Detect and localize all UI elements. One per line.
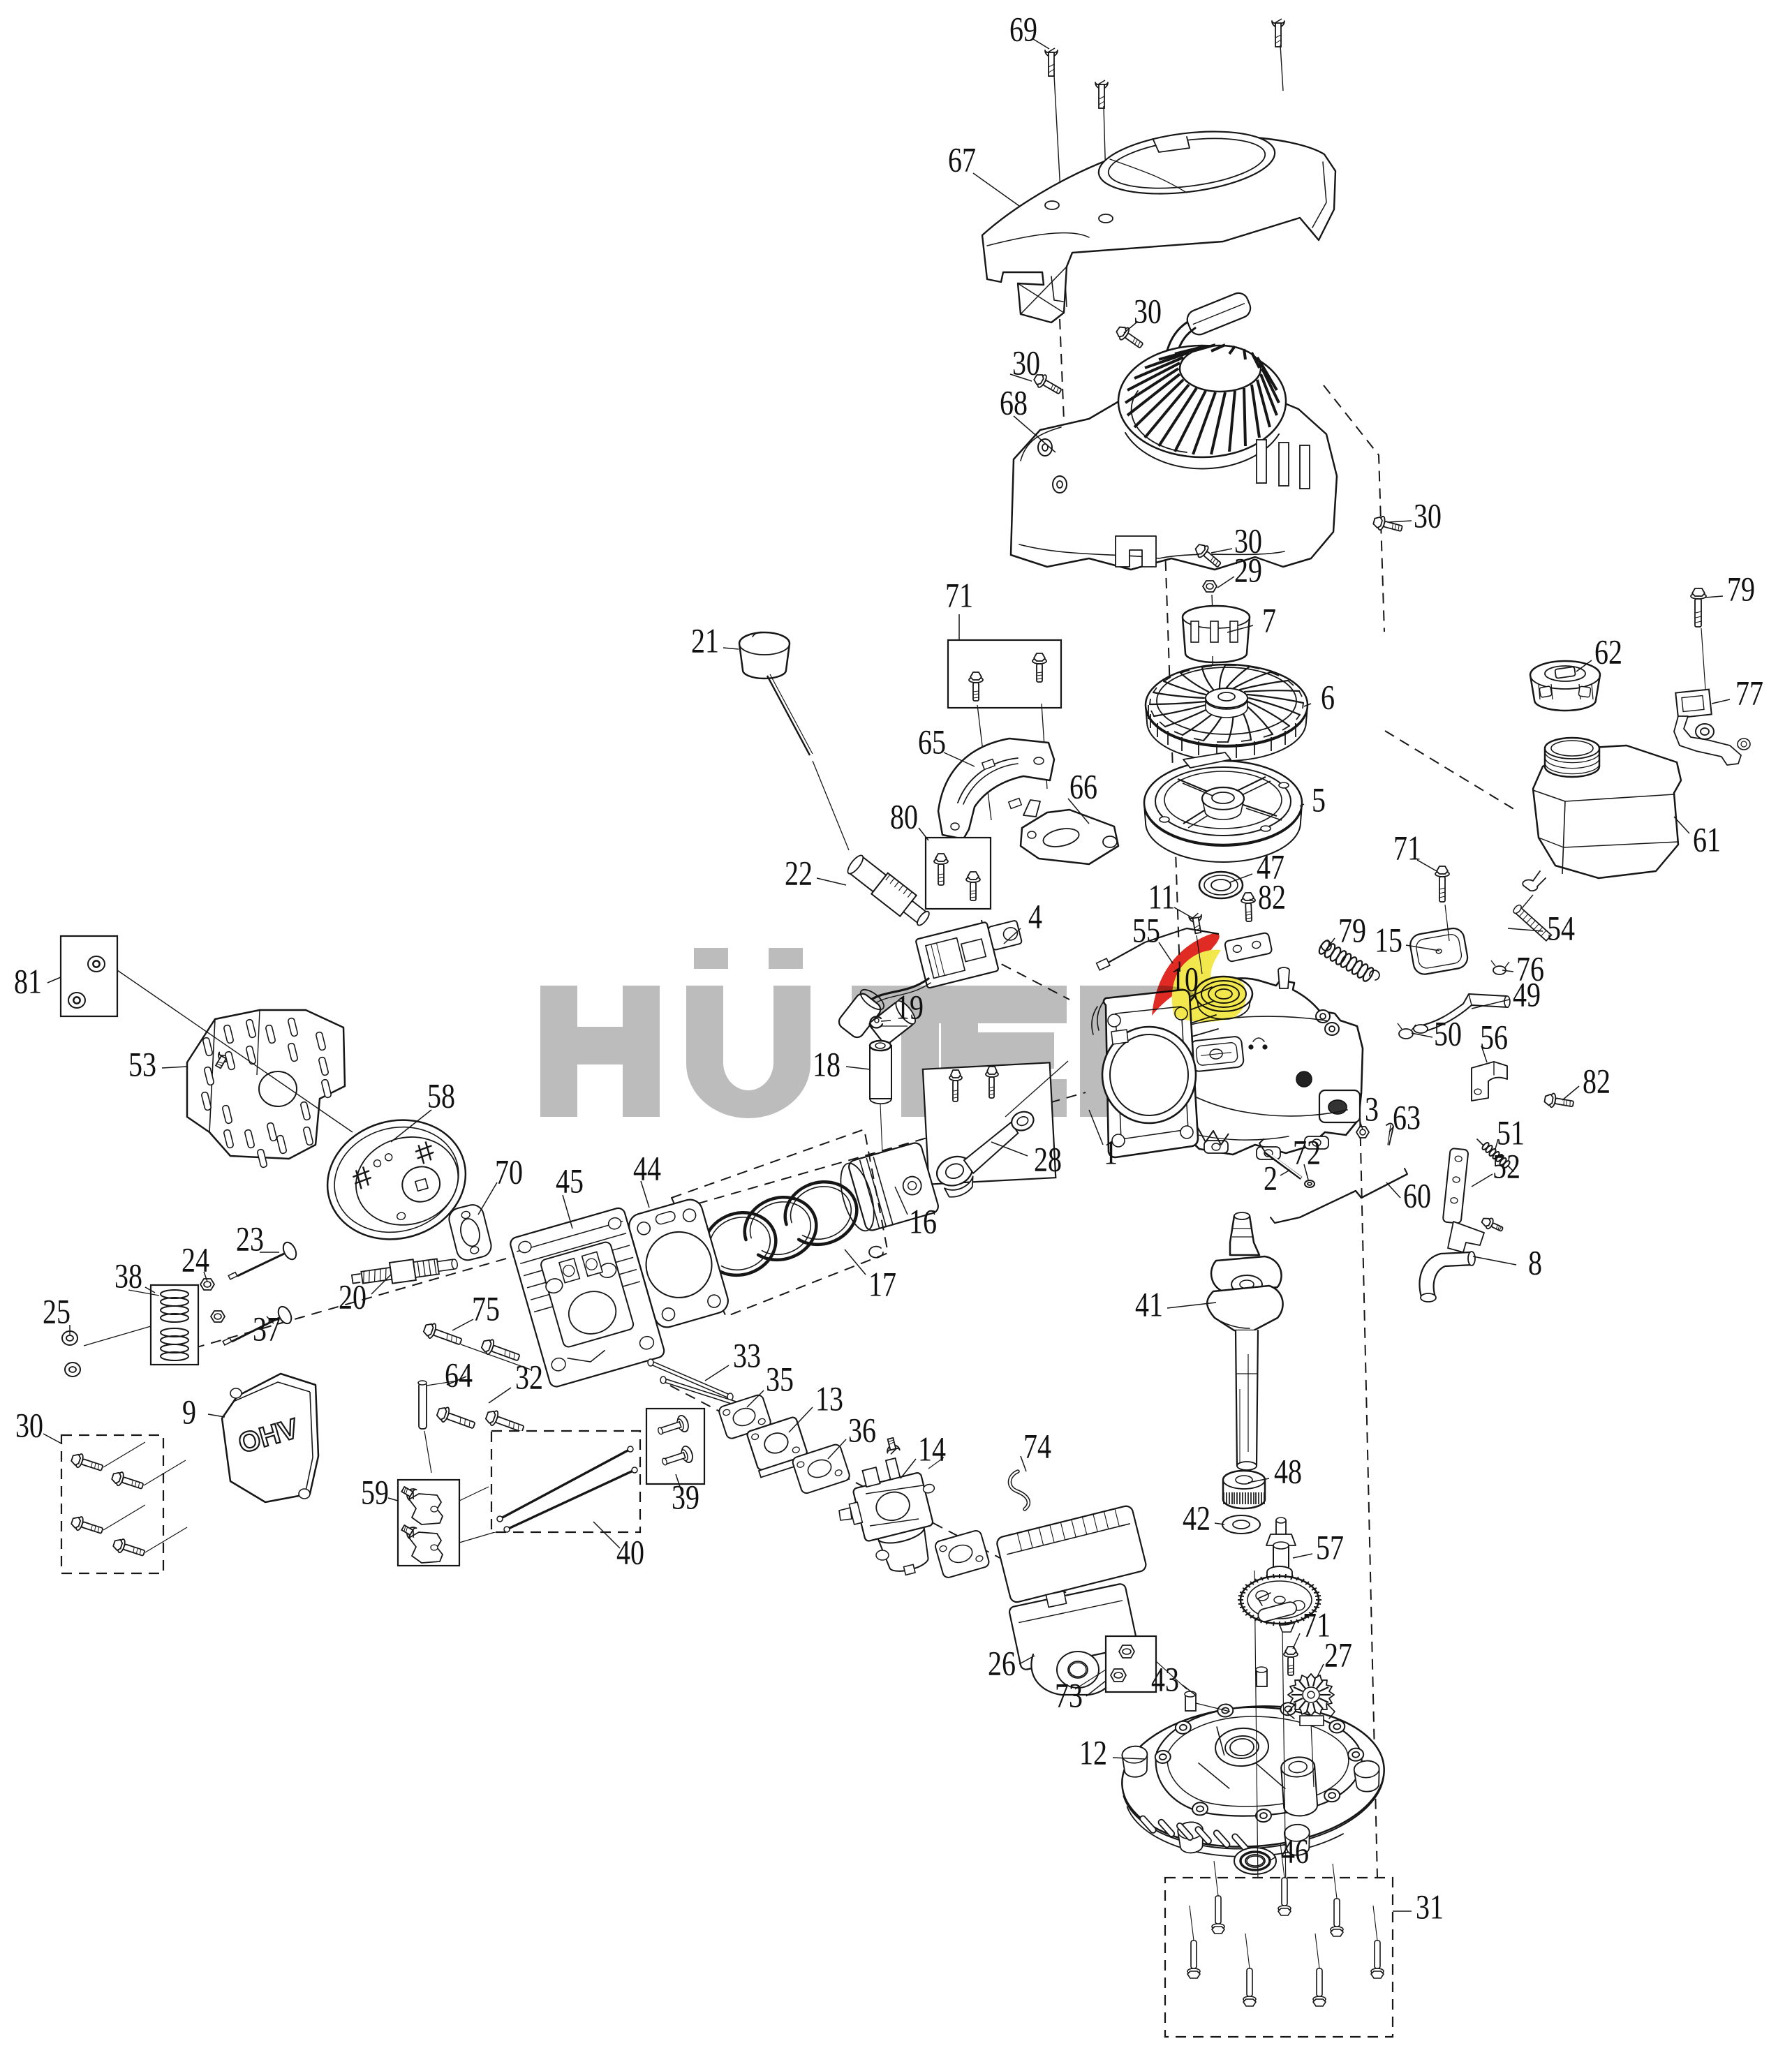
svg-text:30: 30 [1234,521,1262,560]
svg-text:9: 9 [182,1393,196,1431]
svg-text:47: 47 [1257,847,1284,886]
svg-text:51: 51 [1497,1113,1525,1152]
svg-text:69: 69 [1009,10,1037,48]
svg-text:49: 49 [1513,975,1541,1014]
svg-text:44: 44 [633,1149,661,1187]
svg-text:75: 75 [472,1289,500,1328]
svg-text:82: 82 [1583,1062,1610,1100]
svg-text:73: 73 [1055,1676,1083,1714]
svg-text:59: 59 [361,1473,389,1511]
svg-text:71: 71 [1303,1605,1331,1644]
svg-text:8: 8 [1528,1243,1542,1282]
svg-text:45: 45 [556,1162,584,1200]
svg-text:5: 5 [1312,780,1326,819]
svg-text:15: 15 [1375,921,1402,959]
svg-text:80: 80 [890,797,918,836]
svg-text:72: 72 [1293,1133,1321,1171]
svg-text:48: 48 [1274,1452,1302,1490]
svg-text:40: 40 [616,1533,644,1571]
svg-text:2: 2 [1264,1159,1278,1197]
svg-text:24: 24 [182,1240,209,1279]
svg-text:71: 71 [1393,829,1421,867]
svg-text:22: 22 [785,854,813,892]
svg-text:50: 50 [1434,1014,1462,1053]
svg-text:70: 70 [495,1152,523,1191]
svg-text:81: 81 [14,962,42,1000]
svg-text:79: 79 [1727,570,1755,608]
svg-text:16: 16 [909,1202,937,1240]
svg-text:7: 7 [1262,601,1276,639]
svg-text:30: 30 [1134,292,1162,330]
svg-text:35: 35 [766,1360,794,1398]
svg-text:21: 21 [691,621,719,660]
svg-text:29: 29 [1234,551,1262,589]
svg-text:43: 43 [1151,1660,1179,1698]
svg-text:32: 32 [515,1358,543,1396]
svg-text:28: 28 [1034,1140,1062,1178]
svg-text:64: 64 [445,1356,473,1394]
svg-text:61: 61 [1693,820,1721,859]
svg-text:37: 37 [253,1309,281,1348]
svg-text:1: 1 [1104,1133,1118,1171]
svg-text:31: 31 [1416,1887,1444,1926]
svg-text:18: 18 [813,1045,841,1083]
svg-text:36: 36 [848,1411,876,1449]
svg-text:27: 27 [1324,1635,1352,1674]
svg-text:26: 26 [988,1644,1016,1682]
svg-text:71: 71 [945,576,973,614]
svg-text:79: 79 [1338,911,1366,949]
svg-text:52: 52 [1493,1147,1520,1185]
svg-text:82: 82 [1258,877,1286,916]
svg-text:12: 12 [1079,1733,1107,1772]
svg-text:55: 55 [1132,911,1160,949]
svg-text:76: 76 [1516,949,1544,988]
svg-text:4: 4 [1028,897,1042,935]
svg-text:77: 77 [1735,674,1763,712]
svg-text:46: 46 [1281,1832,1309,1870]
svg-text:63: 63 [1393,1098,1421,1136]
svg-text:67: 67 [948,140,976,179]
svg-text:39: 39 [672,1478,699,1516]
svg-text:10: 10 [1171,960,1199,998]
svg-text:65: 65 [918,722,946,761]
svg-text:57: 57 [1316,1528,1344,1566]
svg-text:62: 62 [1594,632,1622,671]
svg-text:33: 33 [733,1336,761,1374]
svg-text:30: 30 [1414,496,1442,535]
svg-text:68: 68 [1000,383,1028,422]
svg-text:23: 23 [236,1219,264,1258]
svg-text:19: 19 [896,988,924,1026]
svg-text:6: 6 [1321,678,1335,716]
svg-text:14: 14 [918,1430,946,1468]
svg-text:66: 66 [1069,767,1097,806]
svg-text:58: 58 [427,1076,455,1115]
svg-text:42: 42 [1183,1499,1210,1537]
svg-text:30: 30 [15,1406,43,1444]
svg-text:56: 56 [1480,1018,1508,1056]
svg-text:41: 41 [1135,1285,1163,1323]
svg-text:54: 54 [1547,909,1575,947]
svg-text:13: 13 [815,1379,843,1418]
svg-text:60: 60 [1403,1176,1431,1215]
svg-text:3: 3 [1365,1090,1379,1128]
svg-text:53: 53 [128,1045,156,1083]
svg-text:30: 30 [1012,343,1040,382]
svg-text:38: 38 [114,1256,142,1295]
svg-text:17: 17 [868,1265,896,1303]
svg-text:20: 20 [339,1277,366,1316]
svg-text:25: 25 [43,1292,71,1330]
svg-text:11: 11 [1148,877,1176,916]
svg-text:74: 74 [1023,1427,1051,1465]
